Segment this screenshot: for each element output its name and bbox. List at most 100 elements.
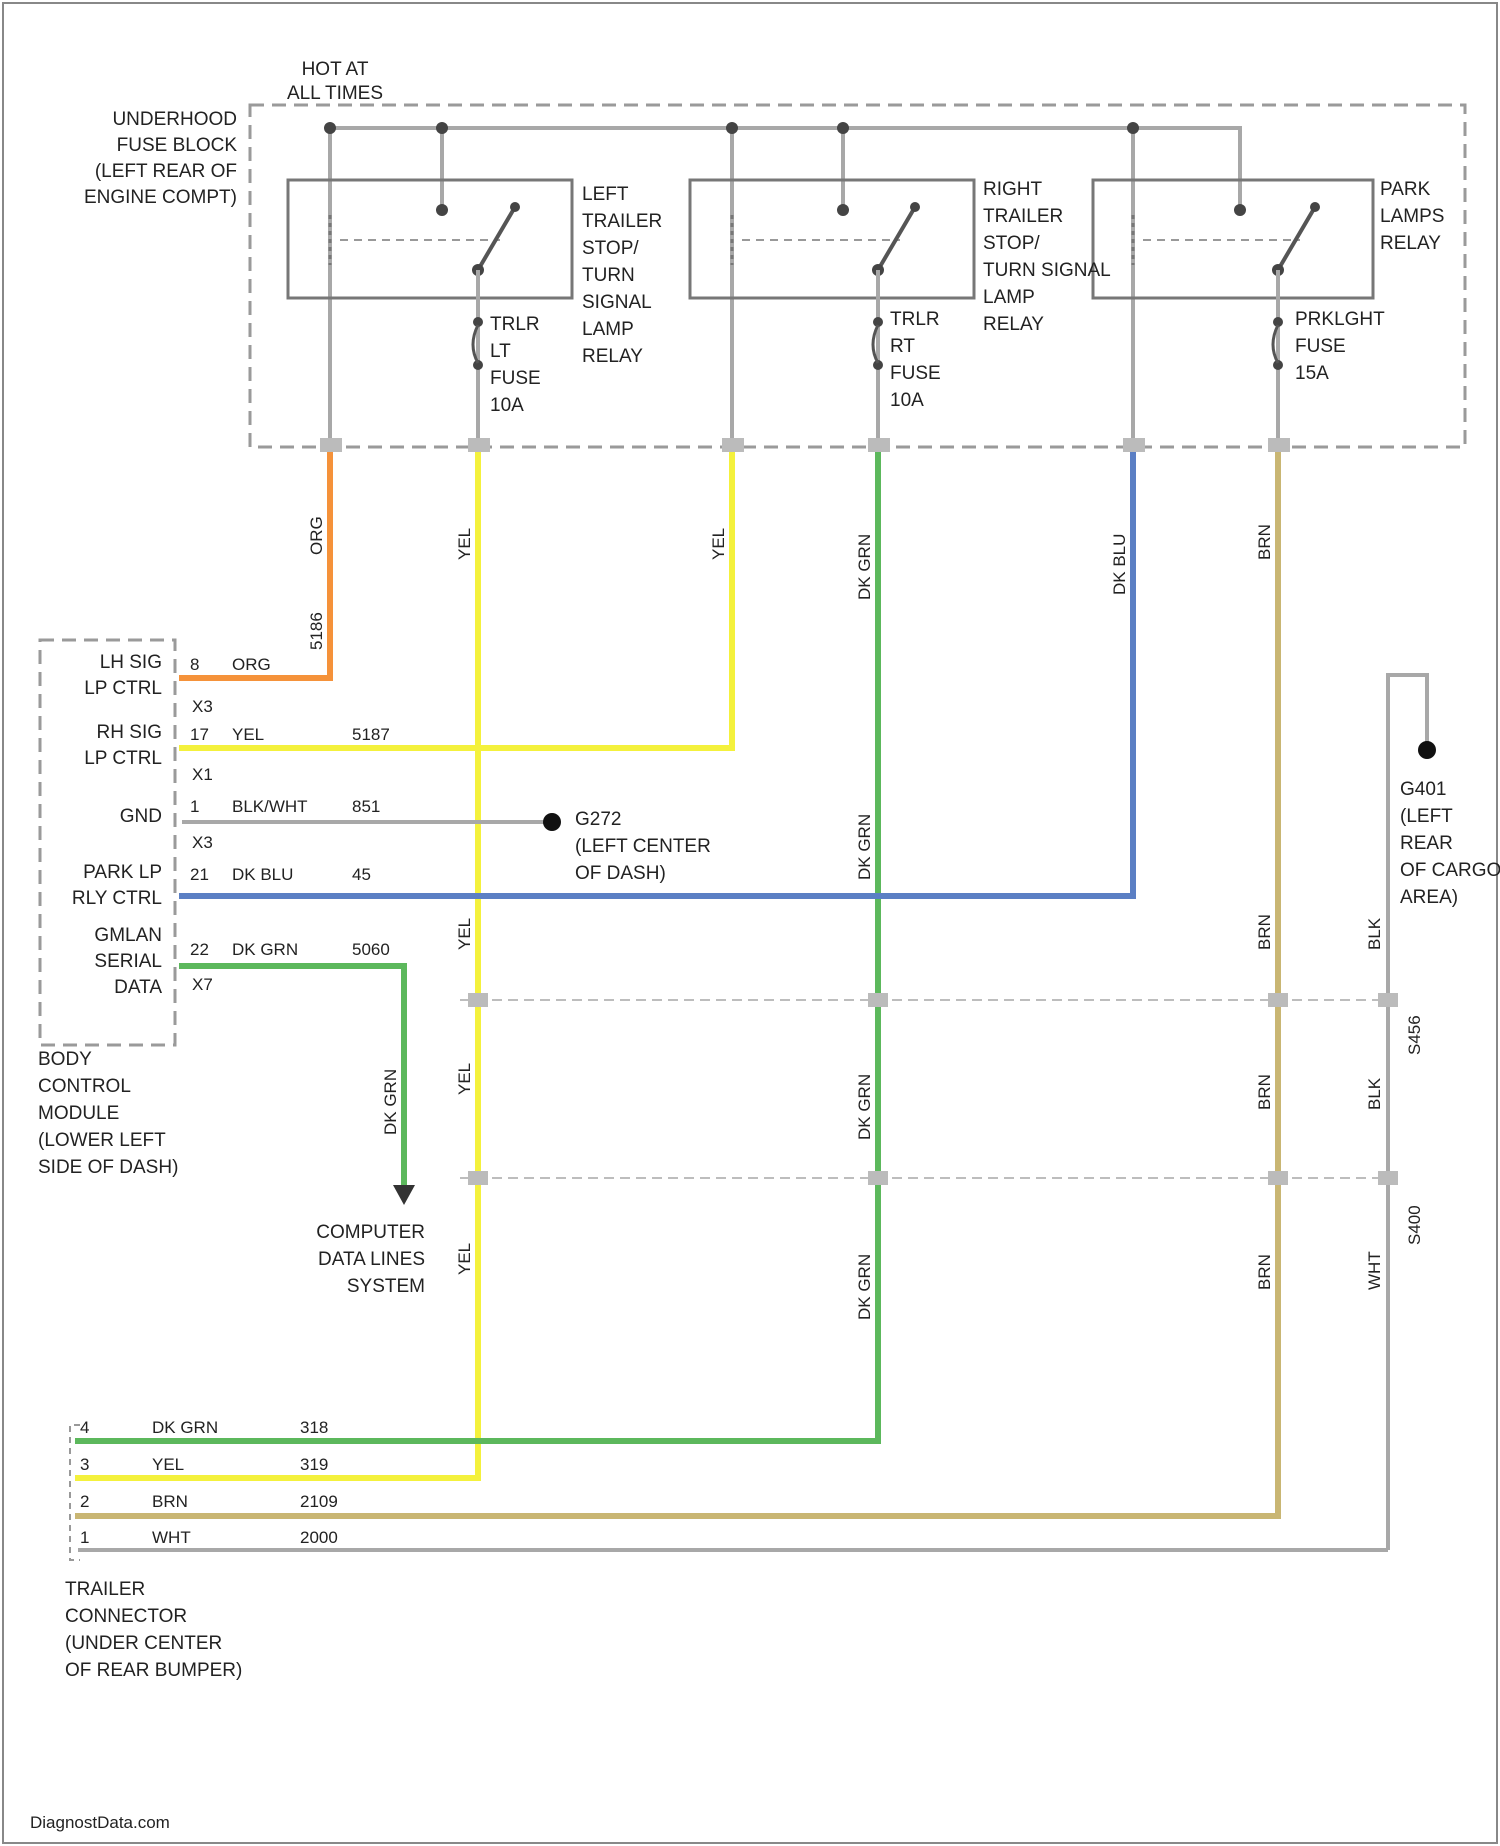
ground-g272-icon <box>543 813 561 831</box>
wire-label: DK BLU <box>1110 534 1129 595</box>
ground-g272-label: G272 <box>575 809 621 830</box>
wire-label: BRN <box>1255 1074 1274 1110</box>
left-relay-label: TRAILER <box>582 211 662 232</box>
bcm-wire-pin: 17 <box>190 725 209 744</box>
fuse-lt-label: 10A <box>490 395 524 416</box>
left-relay-label: LAMP <box>582 319 634 340</box>
wire-yellow-left-relay <box>182 455 732 748</box>
wire-label: DK GRN <box>381 1069 400 1135</box>
bcm-wire-pin: 8 <box>190 655 199 674</box>
wire-label: YEL <box>709 528 728 560</box>
bcm-connector-id: X7 <box>192 975 213 994</box>
fuse-rt-label: TRLR <box>890 309 940 330</box>
right-relay-label: TURN SIGNAL <box>983 260 1111 281</box>
trailer-pin-color: DK GRN <box>152 1418 218 1437</box>
fuse-park-label: PRKLGHT <box>1295 309 1385 330</box>
bcm-wire-pin: 22 <box>190 940 209 959</box>
wire-label: BRN <box>1255 524 1274 560</box>
trailer-pin-number: 3 <box>80 1455 89 1474</box>
bcm-pin-label: SERIAL <box>94 951 162 972</box>
bcm-connector-id: X3 <box>192 833 213 852</box>
fuse-rt-label: FUSE <box>890 363 941 384</box>
fuse-park <box>1273 270 1283 445</box>
bcm-wire-color: DK GRN <box>232 940 298 959</box>
bcm-label: SIDE OF DASH) <box>38 1157 178 1178</box>
wire-label: BRN <box>1255 914 1274 950</box>
bcm-label: BODY <box>38 1049 92 1070</box>
right-relay-label: RELAY <box>983 314 1044 335</box>
trailer-connector-bracket <box>70 1425 80 1560</box>
park-relay-label: PARK <box>1380 179 1431 200</box>
wire-label: DK GRN <box>855 1254 874 1320</box>
fuse-rt-label: 10A <box>890 390 924 411</box>
park-relay-label: RELAY <box>1380 233 1441 254</box>
watermark: DiagnostData.com <box>30 1813 170 1832</box>
ground-g272-label: (LEFT CENTER <box>575 836 711 857</box>
bcm-pin-label: LP CTRL <box>84 748 162 769</box>
fuse-lt-label: TRLR <box>490 314 540 335</box>
fuse-block-connectors <box>320 438 1290 452</box>
fuse-rt <box>873 270 883 445</box>
ground-g401-label: (LEFT <box>1400 806 1453 827</box>
wire-label: DK GRN <box>855 1074 874 1140</box>
hot-at-all-times-label: HOT AT <box>302 59 369 80</box>
fuse-block-label: UNDERHOOD <box>112 109 237 130</box>
trailer-pin-color: BRN <box>152 1492 188 1511</box>
bcm-pin-label: RH SIG <box>97 722 162 743</box>
fuse-lt-label: FUSE <box>490 368 541 389</box>
wire-green-bcm <box>182 966 404 1185</box>
ground-g401-label: G401 <box>1400 779 1446 800</box>
trailer-pin-number: 4 <box>80 1418 89 1437</box>
right-relay-label: LAMP <box>983 287 1035 308</box>
trailer-pin-number: 2 <box>80 1492 89 1511</box>
fuse-park-label: FUSE <box>1295 336 1346 357</box>
connector-id-label: S400 <box>1405 1205 1424 1245</box>
fuse-block-label: ENGINE COMPT) <box>84 187 237 208</box>
bcm-wire-circuit: 851 <box>352 797 380 816</box>
trailer-pin-color: WHT <box>152 1528 191 1547</box>
bcm-wire-circuit: 5060 <box>352 940 390 959</box>
wire-label: WHT <box>1365 1251 1384 1290</box>
fuse-rt-label: RT <box>890 336 915 357</box>
computer-data-label: SYSTEM <box>347 1276 425 1297</box>
bcm-label: (LOWER LEFT <box>38 1130 166 1151</box>
left-relay-label: RELAY <box>582 346 643 367</box>
fuse-lt <box>473 270 483 445</box>
bcm-wire-circuit: 45 <box>352 865 371 884</box>
bcm-pin-label: LH SIG <box>100 652 162 673</box>
trailer-pin-circuit: 2000 <box>300 1528 338 1547</box>
wire-label: BLK <box>1365 917 1384 950</box>
fuse-block-label: FUSE BLOCK <box>117 135 238 156</box>
trailer-pin-number: 1 <box>80 1528 89 1547</box>
ground-g272-label: OF DASH) <box>575 863 666 884</box>
wire-label: YEL <box>455 1243 474 1275</box>
fuse-block-label: (LEFT REAR OF <box>95 161 237 182</box>
bcm-wire-pin: 1 <box>190 797 199 816</box>
bcm-label: CONTROL <box>38 1076 131 1097</box>
bcm-pin-label: GMLAN <box>94 925 162 946</box>
wire-label: YEL <box>455 918 474 950</box>
trailer-pin-color: YEL <box>152 1455 184 1474</box>
left-relay-label: STOP/ <box>582 238 639 259</box>
wire-label: BRN <box>1255 1254 1274 1290</box>
left-relay-label: TURN <box>582 265 635 286</box>
right-relay-label: STOP/ <box>983 233 1040 254</box>
data-lines-arrow <box>393 1185 415 1205</box>
trailer-connector-label: CONNECTOR <box>65 1606 187 1627</box>
fuse-lt-label: LT <box>490 341 511 362</box>
wire-label: YEL <box>455 528 474 560</box>
bcm-pin-label: GND <box>120 806 162 827</box>
left-relay-label: SIGNAL <box>582 292 652 313</box>
bcm-label: MODULE <box>38 1103 119 1124</box>
left-relay-label: LEFT <box>582 184 629 205</box>
wire-label: DK GRN <box>855 534 874 600</box>
bcm-connector-id: X1 <box>192 765 213 784</box>
bcm-wire-circuit: 5187 <box>352 725 390 744</box>
trailer-connector-label: (UNDER CENTER <box>65 1633 222 1654</box>
hot-bus <box>324 122 1240 445</box>
hot-at-all-times-label: ALL TIMES <box>287 83 383 104</box>
wire-label: ORG <box>307 516 326 555</box>
bcm-wire-color: DK BLU <box>232 865 293 884</box>
computer-data-label: COMPUTER <box>316 1222 425 1243</box>
